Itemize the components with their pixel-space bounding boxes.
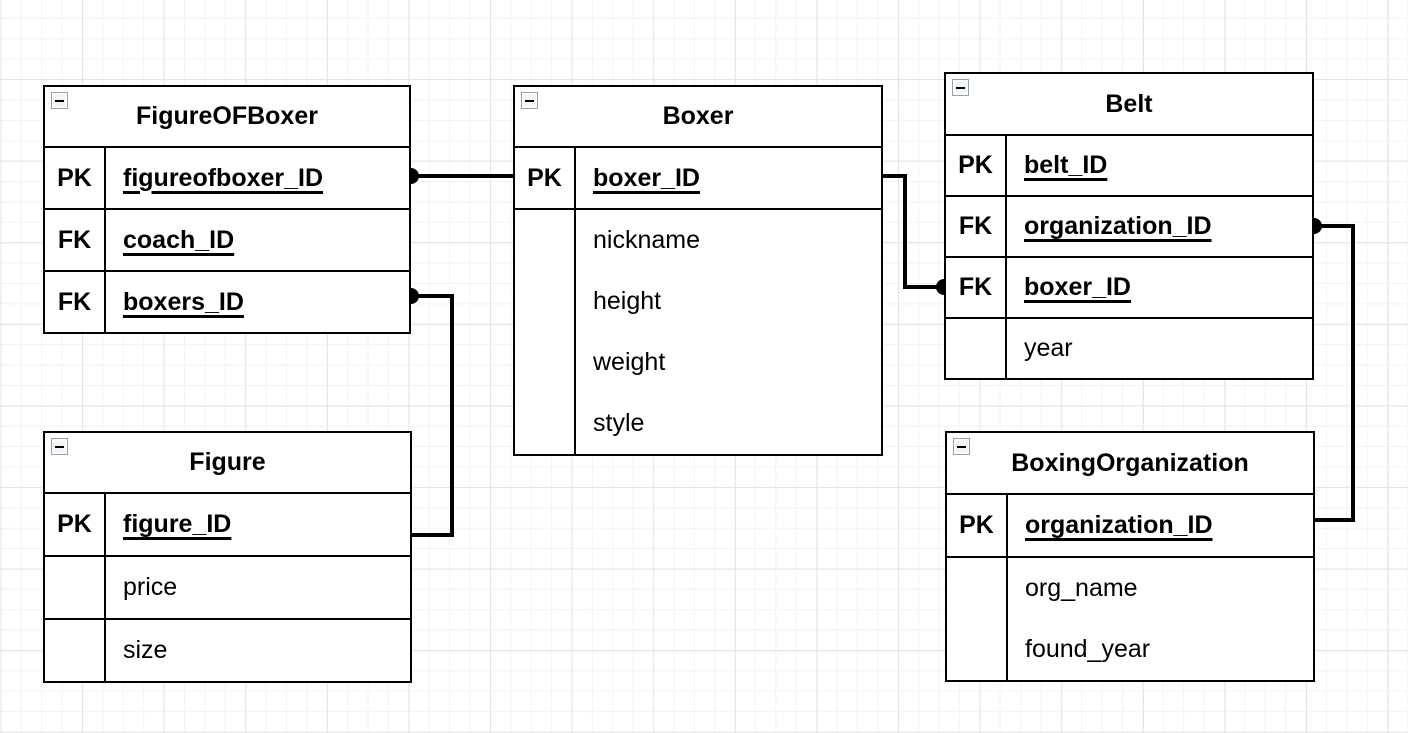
minus-glyph <box>956 86 965 89</box>
attribute-name: org_name <box>1025 574 1138 602</box>
collapse-icon[interactable] <box>952 79 969 96</box>
attribute-name: boxer_ID <box>593 163 700 192</box>
entity-title: BoxingOrganization <box>1011 448 1249 477</box>
entity-header: FigureOFBoxer <box>45 87 409 148</box>
key-badge: PK <box>45 148 106 208</box>
attribute-name: boxer_ID <box>1024 273 1131 301</box>
entity-title: Boxer <box>662 102 734 130</box>
key-badge: PK <box>45 494 106 555</box>
minus-glyph <box>55 445 64 448</box>
attribute-row[interactable]: PK boxer_ID <box>515 148 881 210</box>
entity-title: Figure <box>189 448 266 476</box>
attribute-name: organization_ID <box>1025 511 1213 539</box>
attribute-name: boxers_ID <box>123 287 244 316</box>
attribute-name: figure_ID <box>123 510 232 538</box>
entity-belt[interactable]: Belt PK belt_ID FK organization_ID FK bo… <box>944 72 1314 380</box>
collapse-icon[interactable] <box>521 92 538 109</box>
attribute-name: nickname <box>593 226 700 254</box>
key-badge-empty <box>45 620 106 681</box>
attribute-row[interactable]: FK boxers_ID <box>45 272 409 332</box>
attribute-name: height <box>593 287 662 315</box>
key-badge-empty <box>45 557 106 618</box>
attribute-row[interactable]: FK coach_ID <box>45 210 409 272</box>
entity-header: Belt <box>946 74 1312 136</box>
collapse-icon[interactable] <box>953 438 970 455</box>
connector-figureofboxer-figure[interactable] <box>411 294 454 537</box>
key-badge: PK <box>947 495 1008 556</box>
key-badge-empty <box>946 319 1007 378</box>
key-badge: FK <box>946 197 1007 256</box>
attribute-name: size <box>123 636 168 664</box>
attribute-name: weight <box>593 348 666 376</box>
attribute-row[interactable]: PK belt_ID <box>946 136 1312 197</box>
entity-figureofboxer[interactable]: FigureOFBoxer PK figureofboxer_ID FK coa… <box>43 85 411 334</box>
key-badge: FK <box>45 210 106 270</box>
attribute-row[interactable]: FK boxer_ID <box>946 258 1312 319</box>
attribute-row[interactable]: size <box>45 620 410 681</box>
entity-boxingorganization[interactable]: BoxingOrganization PK organization_ID or… <box>945 431 1315 682</box>
attribute-row[interactable]: PK organization_ID <box>947 495 1313 558</box>
entity-header: BoxingOrganization <box>947 433 1313 495</box>
entity-figure[interactable]: Figure PK figure_ID price size <box>43 431 412 683</box>
entity-title: FigureOFBoxer <box>136 102 318 130</box>
minus-glyph <box>55 99 64 102</box>
attribute-name: organization_ID <box>1024 212 1212 240</box>
key-badge-empty <box>515 210 576 454</box>
attribute-name: figureofboxer_ID <box>123 163 324 192</box>
key-badge: PK <box>515 148 576 208</box>
key-badge: PK <box>946 136 1007 195</box>
entity-header: Figure <box>45 433 410 494</box>
minus-glyph <box>957 445 966 448</box>
entity-title: Belt <box>1105 89 1153 118</box>
attribute-name: found_year <box>1025 635 1151 663</box>
attribute-row[interactable]: year <box>946 319 1312 378</box>
attribute-row[interactable]: PK figureofboxer_ID <box>45 148 409 210</box>
attribute-row[interactable]: PK figure_ID <box>45 494 410 557</box>
attribute-name: price <box>123 573 178 601</box>
entity-header: Boxer <box>515 87 881 148</box>
entity-boxer[interactable]: Boxer PK boxer_ID nickname height weight… <box>513 85 883 456</box>
key-badge-empty <box>947 558 1008 680</box>
connector-belt-boxingorganization[interactable] <box>1314 224 1355 522</box>
minus-glyph <box>525 99 534 102</box>
attribute-row[interactable]: FK organization_ID <box>946 197 1312 258</box>
connector-boxer-belt[interactable] <box>883 174 944 289</box>
attribute-row-group[interactable]: nickname height weight style <box>515 210 881 454</box>
key-badge: FK <box>45 272 106 332</box>
attribute-row[interactable]: price <box>45 557 410 620</box>
attribute-name: year <box>1024 334 1073 362</box>
attribute-row-group[interactable]: org_name found_year <box>947 558 1313 680</box>
attribute-name: style <box>593 409 645 437</box>
collapse-icon[interactable] <box>51 92 68 109</box>
collapse-icon[interactable] <box>51 438 68 455</box>
attribute-name: coach_ID <box>123 225 235 254</box>
attribute-name: belt_ID <box>1024 151 1108 179</box>
key-badge: FK <box>946 258 1007 317</box>
